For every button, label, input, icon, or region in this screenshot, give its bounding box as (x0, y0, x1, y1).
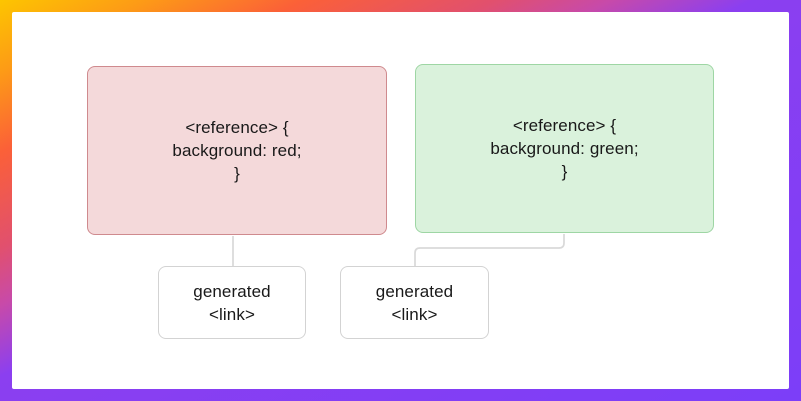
node-reference-red: <reference> { background: red; } (87, 66, 387, 235)
node-reference-green: <reference> { background: green; } (415, 64, 714, 233)
node-text-line: } (561, 162, 568, 181)
node-text-line: background: red; (172, 141, 302, 160)
node-text-line: generated (375, 281, 454, 301)
node-text-line: } (234, 164, 240, 183)
diagram-canvas: <reference> { background: red; } <refere… (12, 12, 789, 389)
edge-green-to-generated (414, 234, 565, 266)
node-text-line: <reference> { (185, 118, 289, 137)
node-text-line: <link> (391, 304, 438, 324)
node-text-line: <link> (209, 304, 255, 324)
node-generated-link-left: generated <link> (158, 266, 306, 339)
node-text-line: generated (193, 281, 271, 301)
node-text-line: background: green; (490, 139, 639, 158)
node-generated-link-right: generated <link> (340, 266, 489, 339)
node-text-line: <reference> { (512, 116, 617, 135)
